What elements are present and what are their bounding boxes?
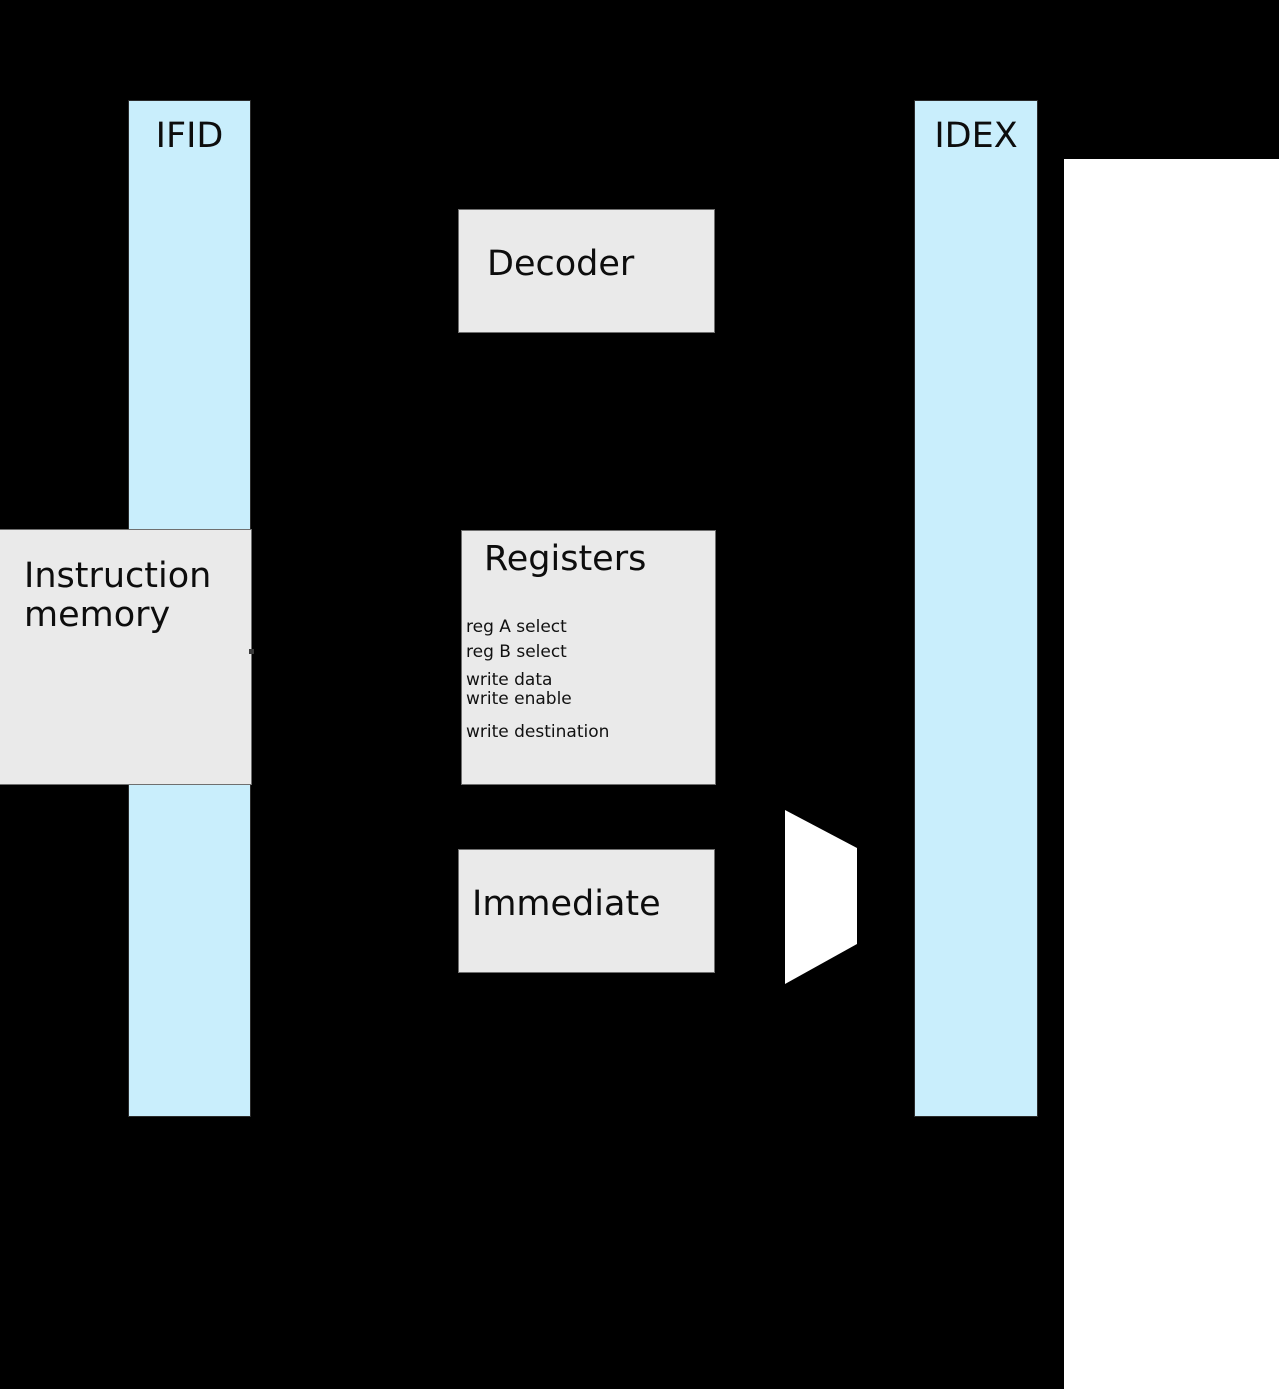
pipeline-register-ifid-label: IFID	[155, 116, 224, 156]
pipeline-register-idex-label: IDEX	[934, 116, 1018, 156]
unit-registers-label: Registers	[484, 539, 647, 579]
unit-immediate[interactable]: Immediate	[458, 849, 715, 973]
port-write-enable: write enable	[466, 689, 572, 709]
pipeline-register-idex[interactable]: IDEX	[914, 100, 1038, 1117]
port-write-destination: write destination	[466, 722, 610, 742]
port-reg-b-select: reg B select	[466, 642, 567, 662]
right-white-panel	[1064, 159, 1279, 1389]
unit-immediate-label: Immediate	[472, 884, 661, 924]
mux-operand-select-shape	[785, 810, 857, 984]
unit-instruction-memory[interactable]: Instruction memory	[0, 529, 252, 785]
unit-decoder[interactable]: Decoder	[458, 209, 715, 333]
port-reg-a-select: reg A select	[466, 617, 567, 637]
unit-instruction-memory-label: Instruction memory	[24, 556, 212, 636]
unit-registers[interactable]: Registers reg A select reg B select writ…	[461, 530, 716, 785]
instruction-memory-output-stub	[249, 649, 254, 654]
mux-operand-select[interactable]	[783, 806, 863, 988]
unit-decoder-label: Decoder	[487, 244, 635, 284]
port-write-data: write data	[466, 670, 553, 690]
